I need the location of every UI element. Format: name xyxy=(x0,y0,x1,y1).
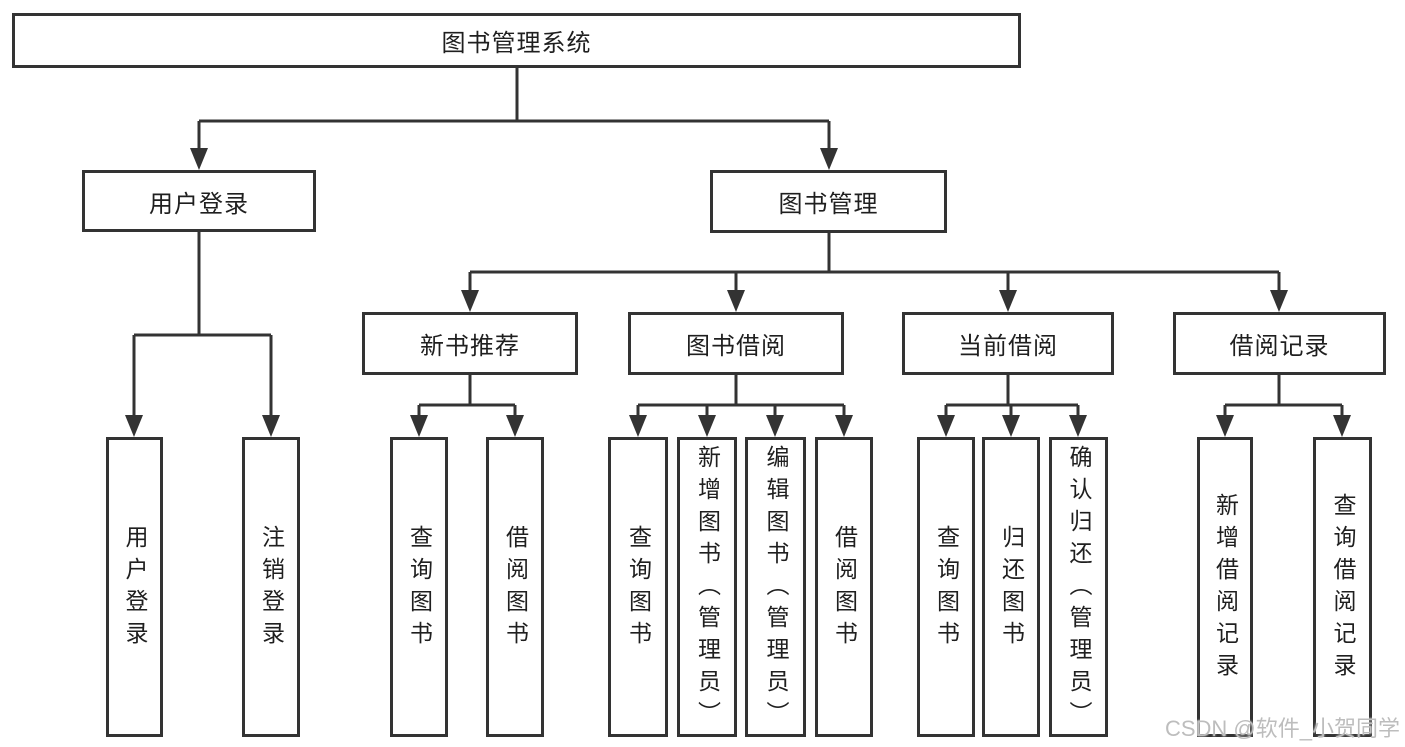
node-system-root: 图书管理系统 xyxy=(12,13,1021,68)
leaf-user-login: 用户登录 xyxy=(106,437,163,737)
node-book-borrow: 图书借阅 xyxy=(628,312,844,375)
node-current-borrow: 当前借阅 xyxy=(902,312,1114,375)
leaf-nb-query-books: 查询图书 xyxy=(390,437,448,737)
leaf-cb-confirm-return-admin: 确认归还（管理员） xyxy=(1049,437,1108,737)
leaf-bb-borrow-books: 借阅图书 xyxy=(815,437,873,737)
leaf-br-query-record: 查询借阅记录 xyxy=(1313,437,1372,737)
leaf-bb-query-books: 查询图书 xyxy=(608,437,668,737)
leaf-logout: 注销登录 xyxy=(242,437,300,737)
leaf-bb-edit-books-admin: 编辑图书（管理员） xyxy=(745,437,806,737)
leaf-bb-add-books-admin: 新增图书（管理员） xyxy=(677,437,737,737)
node-new-book-recommend: 新书推荐 xyxy=(362,312,578,375)
watermark: CSDN @软件_小贺同学 xyxy=(1164,716,1400,741)
leaf-cb-query-books: 查询图书 xyxy=(917,437,975,737)
leaf-br-add-record: 新增借阅记录 xyxy=(1197,437,1253,737)
node-borrow-records: 借阅记录 xyxy=(1173,312,1386,375)
arrowheads xyxy=(125,148,1351,437)
leaf-nb-borrow-books: 借阅图书 xyxy=(486,437,544,737)
node-book-management: 图书管理 xyxy=(710,170,947,233)
node-user-login: 用户登录 xyxy=(82,170,316,232)
leaf-cb-return-books: 归还图书 xyxy=(982,437,1040,737)
